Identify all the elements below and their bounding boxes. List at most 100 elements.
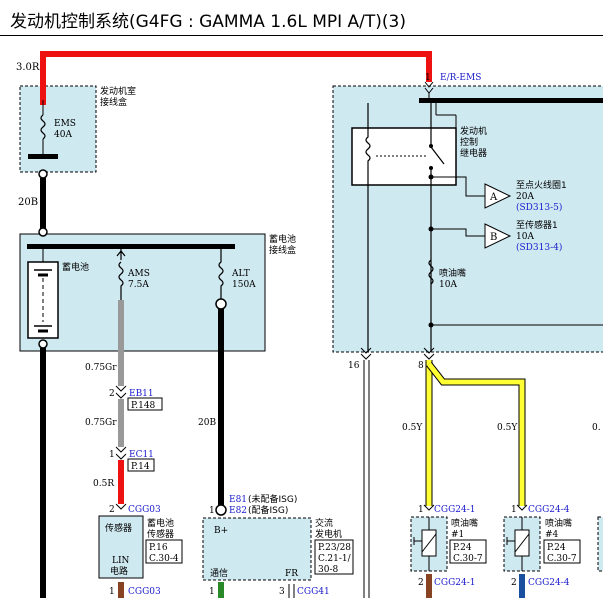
page-ref-box	[145, 539, 183, 564]
cgg24-4-label: CGG24-4	[528, 505, 570, 515]
alternator-box	[202, 517, 312, 581]
wire-yellow-4	[426, 361, 526, 506]
pin-arrow	[423, 353, 435, 360]
alternator-name-1: 交流	[315, 517, 333, 529]
sensor-name-2: 传感器	[147, 528, 174, 540]
page-ref-box	[127, 458, 155, 472]
battery-box-title-1: 蓄电池	[269, 233, 296, 245]
pin-arrow	[516, 504, 528, 511]
battery-box-title-2: 接线盒	[269, 244, 296, 256]
wire-label-far-right: 0.	[592, 423, 601, 433]
sensor-ref-1: P.16	[149, 543, 168, 553]
ams-fuse-icon	[116, 249, 126, 300]
pin-arrow	[424, 81, 434, 88]
wire-to-b	[431, 228, 485, 237]
pin-arrow	[360, 353, 372, 360]
cgg24-4-pin: 1	[511, 505, 517, 515]
pin-arrow	[115, 503, 127, 510]
sensor-box-label: 传感器	[105, 522, 132, 534]
page-ref-box	[449, 539, 487, 564]
page-ref-box	[314, 539, 354, 575]
e82-label: E82	[229, 506, 247, 516]
alternator-fr: FR	[285, 569, 298, 579]
ems-fuse-rating: 40A	[54, 130, 72, 140]
wire-label-20b: 20B	[18, 197, 38, 208]
terminal	[38, 227, 48, 237]
injector-4-ref-1: P.24	[547, 543, 566, 553]
sensor-ref-2: C.30-4	[149, 554, 179, 564]
cgg24-4b-pin: 2	[511, 578, 517, 588]
injector-fuse-icon	[428, 259, 434, 285]
eb11-page: P.148	[131, 401, 156, 411]
cgg41-pin-r: 3	[279, 587, 285, 597]
pin-arrow	[115, 453, 127, 460]
a-ref: (SD313-5)	[516, 202, 562, 213]
alt-fuse-name: ALT	[231, 269, 250, 279]
junction-dot	[429, 144, 433, 148]
wire-label-20b-alt: 20B	[198, 418, 216, 428]
injector-1-name: 喷油嘴	[451, 517, 478, 529]
cgg24-4b-label: CGG24-4	[528, 578, 570, 588]
cgg24-1-pin: 1	[418, 505, 424, 515]
cgg41-pin-l: 1	[209, 587, 215, 597]
sensor-name-1: 蓄电池	[147, 517, 174, 529]
partial-component-box	[597, 516, 603, 572]
ecm-relay-box	[332, 85, 603, 353]
bus-bar	[27, 244, 235, 249]
battery-sensor-box	[98, 515, 144, 579]
junction-dot	[429, 166, 433, 170]
wire-label-inj1: 0.5Y	[402, 423, 423, 433]
pin-16: 16	[348, 361, 360, 371]
ecm-pin-1: 1	[425, 73, 431, 83]
pin-8: 8	[418, 361, 424, 371]
e81-pin: 1	[209, 506, 215, 516]
pin-arrow	[360, 347, 372, 354]
b-text-2: 10A	[516, 232, 534, 242]
pin-arrow	[115, 392, 127, 399]
wire-top-red	[40, 51, 432, 105]
cgg03b-pin: 1	[109, 587, 115, 597]
page-ref-box	[543, 539, 581, 564]
injector-4-num: #4	[545, 530, 559, 540]
relay-label-3: 继电器	[460, 147, 487, 159]
sensor-lin-2: 电路	[110, 565, 128, 577]
alternator-ref-2: C.21-1/	[318, 554, 352, 564]
ecm-conn-label: E/R-EMS	[440, 73, 481, 83]
terminal	[215, 504, 227, 516]
cgg03-label: CGG03	[128, 505, 161, 515]
bus-bar	[28, 154, 58, 159]
ams-fuse-name: AMS	[127, 269, 150, 279]
injector-1-num: #1	[451, 530, 464, 540]
terminal	[38, 339, 48, 349]
injector-fuse-name: 喷油嘴	[439, 267, 466, 279]
cgg41-label: CGG41	[297, 587, 330, 597]
injector-1-ref-2: C.30-7	[453, 554, 483, 564]
cgg03b-label: CGG03	[128, 587, 161, 597]
arrow-a-icon	[484, 183, 512, 209]
a-text-1: 至点火线圈1	[516, 179, 567, 191]
alt-fuse-rating: 150A	[232, 280, 256, 290]
wire-label-ams: 0.75Gr	[85, 363, 117, 373]
eb11-pin: 2	[109, 389, 115, 399]
pin-arrow	[115, 385, 127, 392]
battery-junction-box	[19, 233, 266, 352]
bus-bar	[419, 98, 603, 103]
wire-label-0-5r: 0.5R	[93, 479, 114, 489]
alt-fuse-icon	[218, 249, 224, 300]
pin-arrow	[423, 347, 435, 354]
arrow-b-icon	[484, 223, 512, 249]
arrow-a-label: A	[489, 192, 498, 203]
arrow-b-label: B	[490, 232, 497, 243]
injector-1-icon	[413, 517, 437, 571]
injector-4-icon	[506, 517, 530, 571]
ec11-page: P.14	[131, 462, 150, 472]
e81-note: (未配备ISG)	[248, 493, 297, 505]
cgg24-1b-pin: 2	[418, 578, 424, 588]
pin-arrow	[115, 446, 127, 453]
engine-box-title-2: 接线盒	[100, 96, 127, 108]
relay-label-1: 发动机	[460, 125, 487, 137]
pin-arrow	[423, 504, 435, 511]
e81-label: E81	[229, 495, 247, 505]
page-ref-box	[127, 397, 163, 411]
